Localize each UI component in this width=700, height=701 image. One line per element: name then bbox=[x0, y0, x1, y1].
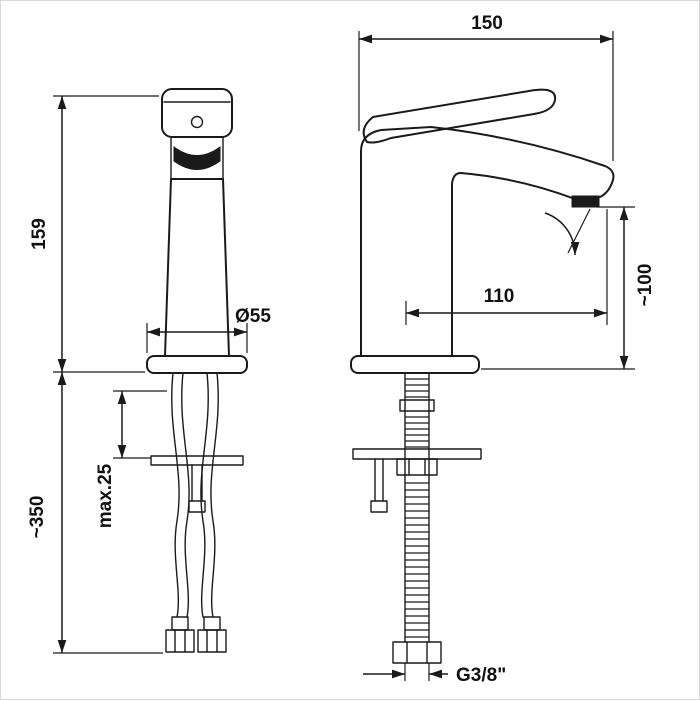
dim-hose-length: ~350 bbox=[27, 372, 163, 654]
mounting-washer-front bbox=[150, 455, 244, 466]
stream-angle-arc-arrow bbox=[544, 212, 580, 256]
dim-base-diameter: Ø55 bbox=[146, 306, 271, 353]
supply-hoses bbox=[171, 372, 219, 618]
water-stream-line bbox=[567, 208, 591, 254]
fixing-stud-front bbox=[191, 464, 203, 502]
bottom-nut-facets bbox=[406, 641, 428, 664]
side-lever-handle bbox=[362, 88, 557, 144]
mounting-nut bbox=[396, 458, 438, 476]
front-lever-underside bbox=[173, 146, 221, 170]
hose-right-line bbox=[210, 372, 219, 618]
dim-label-350: ~350 bbox=[27, 496, 48, 539]
hose-nut-facets bbox=[206, 629, 218, 653]
hose-nut bbox=[165, 629, 195, 653]
hose-right-line bbox=[200, 372, 209, 618]
bottom-nut bbox=[392, 641, 442, 664]
side-body-and-spout bbox=[360, 126, 615, 357]
fixing-stud-side bbox=[374, 458, 384, 502]
front-handle-cap bbox=[161, 88, 233, 138]
fixing-stud-tip-side bbox=[370, 500, 388, 513]
aerator bbox=[571, 195, 600, 208]
front-body bbox=[164, 178, 230, 357]
dim-spout-reach: 110 bbox=[405, 209, 608, 325]
hose-left-line bbox=[171, 372, 180, 618]
shank-collar bbox=[399, 399, 435, 412]
dim-thread-size: G3/8" bbox=[363, 663, 506, 686]
dimensions: 150 159 Ø55 110 ~100 bbox=[27, 13, 656, 686]
dim-label-150: 150 bbox=[471, 13, 503, 34]
hose-nut-facets bbox=[174, 629, 186, 653]
side-base bbox=[350, 355, 480, 374]
dim-label-max25: max.25 bbox=[95, 463, 116, 528]
fixing-stud-tip-front bbox=[188, 500, 206, 513]
dim-max-mounting-thickness: max.25 bbox=[95, 390, 167, 528]
front-view bbox=[146, 88, 248, 653]
mounting-nut-facets bbox=[408, 458, 426, 476]
dim-label-110: 110 bbox=[484, 286, 515, 307]
side-view bbox=[350, 88, 615, 664]
front-base bbox=[146, 355, 248, 374]
hose-connector-nuts bbox=[165, 616, 227, 653]
dim-label-100: ~100 bbox=[635, 264, 656, 307]
front-neck bbox=[170, 136, 224, 180]
dim-label-diameter: Ø55 bbox=[235, 306, 271, 327]
dim-body-height: 159 bbox=[29, 95, 159, 373]
dim-overall-depth: 150 bbox=[358, 13, 614, 161]
dim-label-159: 159 bbox=[29, 218, 50, 250]
threaded-shank bbox=[352, 372, 482, 664]
thread-hatching bbox=[405, 378, 429, 638]
dim-label-thread: G3/8" bbox=[456, 665, 506, 686]
dim-outlet-height: ~100 bbox=[481, 206, 656, 370]
mounting-washer-side bbox=[352, 448, 482, 460]
front-indicator-dot bbox=[190, 115, 204, 129]
hose-nut bbox=[197, 629, 227, 653]
hose-ferrule bbox=[203, 616, 221, 631]
hose-ferrule bbox=[171, 616, 189, 631]
hose-left-line bbox=[181, 372, 190, 618]
